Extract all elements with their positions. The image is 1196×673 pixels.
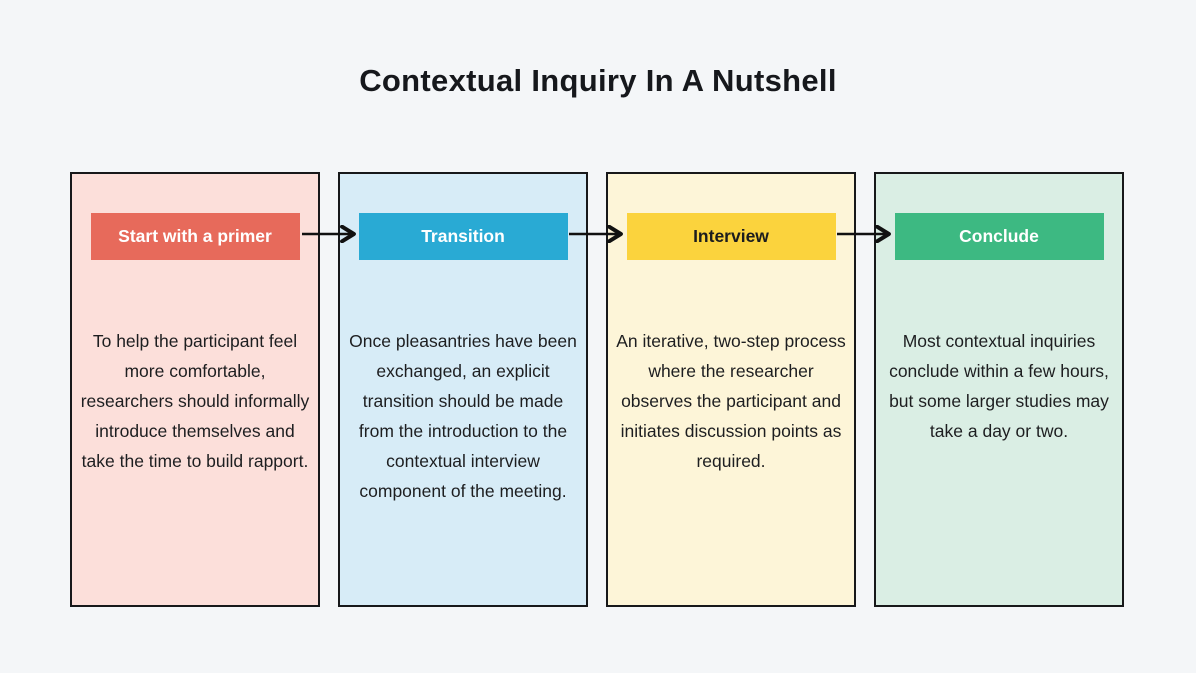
step-label: Interview [693,226,769,246]
step-description: Once pleasantries have been exchanged, a… [349,331,577,501]
page-title: Contextual Inquiry In A Nutshell [359,63,837,98]
step-card-conclude: Conclude Most contextual inquiries concl… [874,172,1124,607]
step-header: Transition [358,213,568,260]
steps-row: Start with a primer To help the particip… [70,172,1124,607]
step-label: Start with a primer [118,226,272,246]
step-description: Most contextual inquiries conclude withi… [889,331,1109,441]
step-label: Transition [421,226,505,246]
step-label: Conclude [959,226,1039,246]
step-card-start-with-a-primer: Start with a primer To help the particip… [70,172,320,607]
step-card-interview: Interview An iterative, two-step process… [606,172,856,607]
step-header: Conclude [894,213,1104,260]
step-description: An iterative, two-step process where the… [616,331,846,471]
step-description: To help the participant feel more comfor… [80,331,310,471]
step-header: Interview [626,213,836,260]
step-card-transition: Transition Once pleasantries have been e… [338,172,588,607]
step-header: Start with a primer [90,213,300,260]
